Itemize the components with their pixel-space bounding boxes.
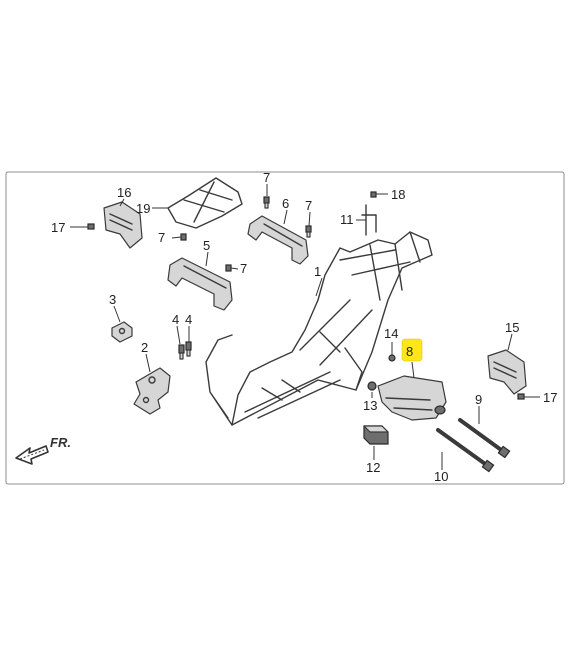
front-label: FR. [50,435,71,450]
callout-3: 3 [109,292,116,307]
callout-5: 5 [203,238,210,253]
callout-1: 1 [314,264,321,279]
callout-9: 9 [475,392,482,407]
callout-11: 11 [340,212,354,227]
diagram-border [5,171,565,485]
callout-7a: 7 [263,170,270,185]
callout-18: 18 [391,187,405,202]
callout-labels: 1 2 3 4 4 5 6 7 7 7 7 8 9 10 11 12 13 14… [51,170,557,484]
callout-15: 15 [505,320,519,335]
bolt-part-17b [517,393,525,400]
callout-7b: 7 [305,198,312,213]
footpeg-part-16 [103,201,143,249]
callout-16: 16 [117,185,131,200]
front-direction-indicator: FR. [15,435,71,465]
callout-8: 8 [406,344,413,359]
bolt-part-10 [436,428,495,473]
bracket-part-3 [111,321,133,343]
highlight-box [401,338,423,362]
bracket-part-6 [247,215,309,265]
bracket-part-2 [133,367,171,415]
main-frame-part [205,231,433,426]
bolt-part-7d [225,264,232,272]
nut-part-13 [367,381,377,391]
wire-bracket-part-19 [167,177,243,229]
nut-part-14 [388,354,396,362]
bolt-part-7c [180,233,187,241]
callout-17a: 17 [51,220,65,235]
bolt-part-4b [185,341,192,357]
callout-7c: 7 [158,230,165,245]
callout-4a: 4 [172,312,179,327]
bolt-part-9 [458,418,511,459]
callout-2: 2 [141,340,148,355]
bolt-part-7a [263,196,270,209]
callout-12: 12 [366,460,380,475]
callout-17b: 17 [543,390,557,405]
bracket-part-5 [167,257,233,311]
footpeg-part-15 [487,349,527,395]
callout-4b: 4 [185,312,192,327]
rubber-block-part-12 [363,425,389,445]
callout-14: 14 [384,326,398,341]
callout-13: 13 [363,398,377,413]
callout-7d: 7 [240,261,247,276]
bolt-part-4a [178,344,185,360]
callout-10: 10 [434,469,448,484]
bolt-part-17a [87,223,95,230]
bolt-part-7b [305,225,312,238]
bolt-part-18 [370,191,377,198]
callout-19: 19 [136,201,150,216]
leader-lines [70,184,540,470]
callout-6: 6 [282,196,289,211]
stand-part-8 [377,375,447,421]
